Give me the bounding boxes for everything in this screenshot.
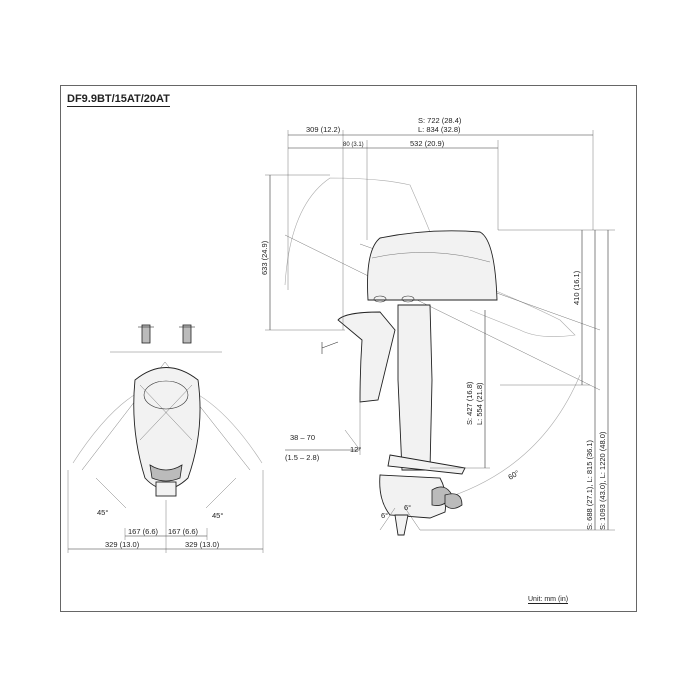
side-cowling bbox=[367, 230, 498, 301]
half-width-left: 167 (6.6) bbox=[128, 527, 159, 536]
clamp-screw-left bbox=[141, 324, 151, 344]
half-width-right: 167 (6.6) bbox=[168, 527, 199, 536]
tilt-up-angle: 60° bbox=[507, 468, 521, 481]
gearcase bbox=[379, 474, 447, 519]
transom-to-front: 532 (20.9) bbox=[410, 139, 445, 148]
clamp-screw-right bbox=[182, 324, 192, 344]
trim-neg: 6° bbox=[381, 511, 388, 520]
bracket-offset: 80 (3.1) bbox=[343, 142, 364, 148]
lower-length: S: 688 (27.1), L: 815 (36.1) bbox=[585, 439, 594, 530]
tilt-reach: 309 (12.2) bbox=[306, 125, 341, 134]
swing-left: 329 (13.0) bbox=[105, 540, 140, 549]
overall-length-s: S: 722 (28.4) bbox=[418, 116, 462, 125]
tilt-angle: 12° bbox=[350, 445, 361, 454]
tilt-height: 633 (24.9) bbox=[260, 240, 269, 275]
clamp-bracket bbox=[337, 311, 396, 403]
trim-range-mm: 38 – 70 bbox=[290, 433, 315, 442]
front-view bbox=[67, 324, 264, 553]
steer-left-angle: 45° bbox=[97, 508, 108, 517]
steer-right-angle: 45° bbox=[212, 511, 223, 520]
front-cowling bbox=[133, 367, 201, 490]
total-height: S: 1093 (43.0), L: 1220 (48.0) bbox=[598, 431, 607, 530]
trim-pos: 6° bbox=[404, 503, 411, 512]
shaft-long: L: 554 (21.8) bbox=[475, 382, 484, 425]
overall-length-l: L: 834 (32.8) bbox=[418, 125, 461, 134]
cowl-height: 410 (16.1) bbox=[572, 270, 581, 305]
shaft-short: S: 427 (16.8) bbox=[465, 381, 474, 425]
drive-shaft bbox=[397, 304, 433, 471]
diagram-title: DF9.9BT/15AT/20AT bbox=[67, 93, 170, 107]
side-view bbox=[265, 130, 615, 536]
unit-label: Unit: mm (in) bbox=[528, 596, 569, 604]
swing-right: 329 (13.0) bbox=[185, 540, 220, 549]
diagram-frame bbox=[60, 85, 637, 612]
trim-range-in: (1.5 – 2.8) bbox=[285, 453, 320, 462]
